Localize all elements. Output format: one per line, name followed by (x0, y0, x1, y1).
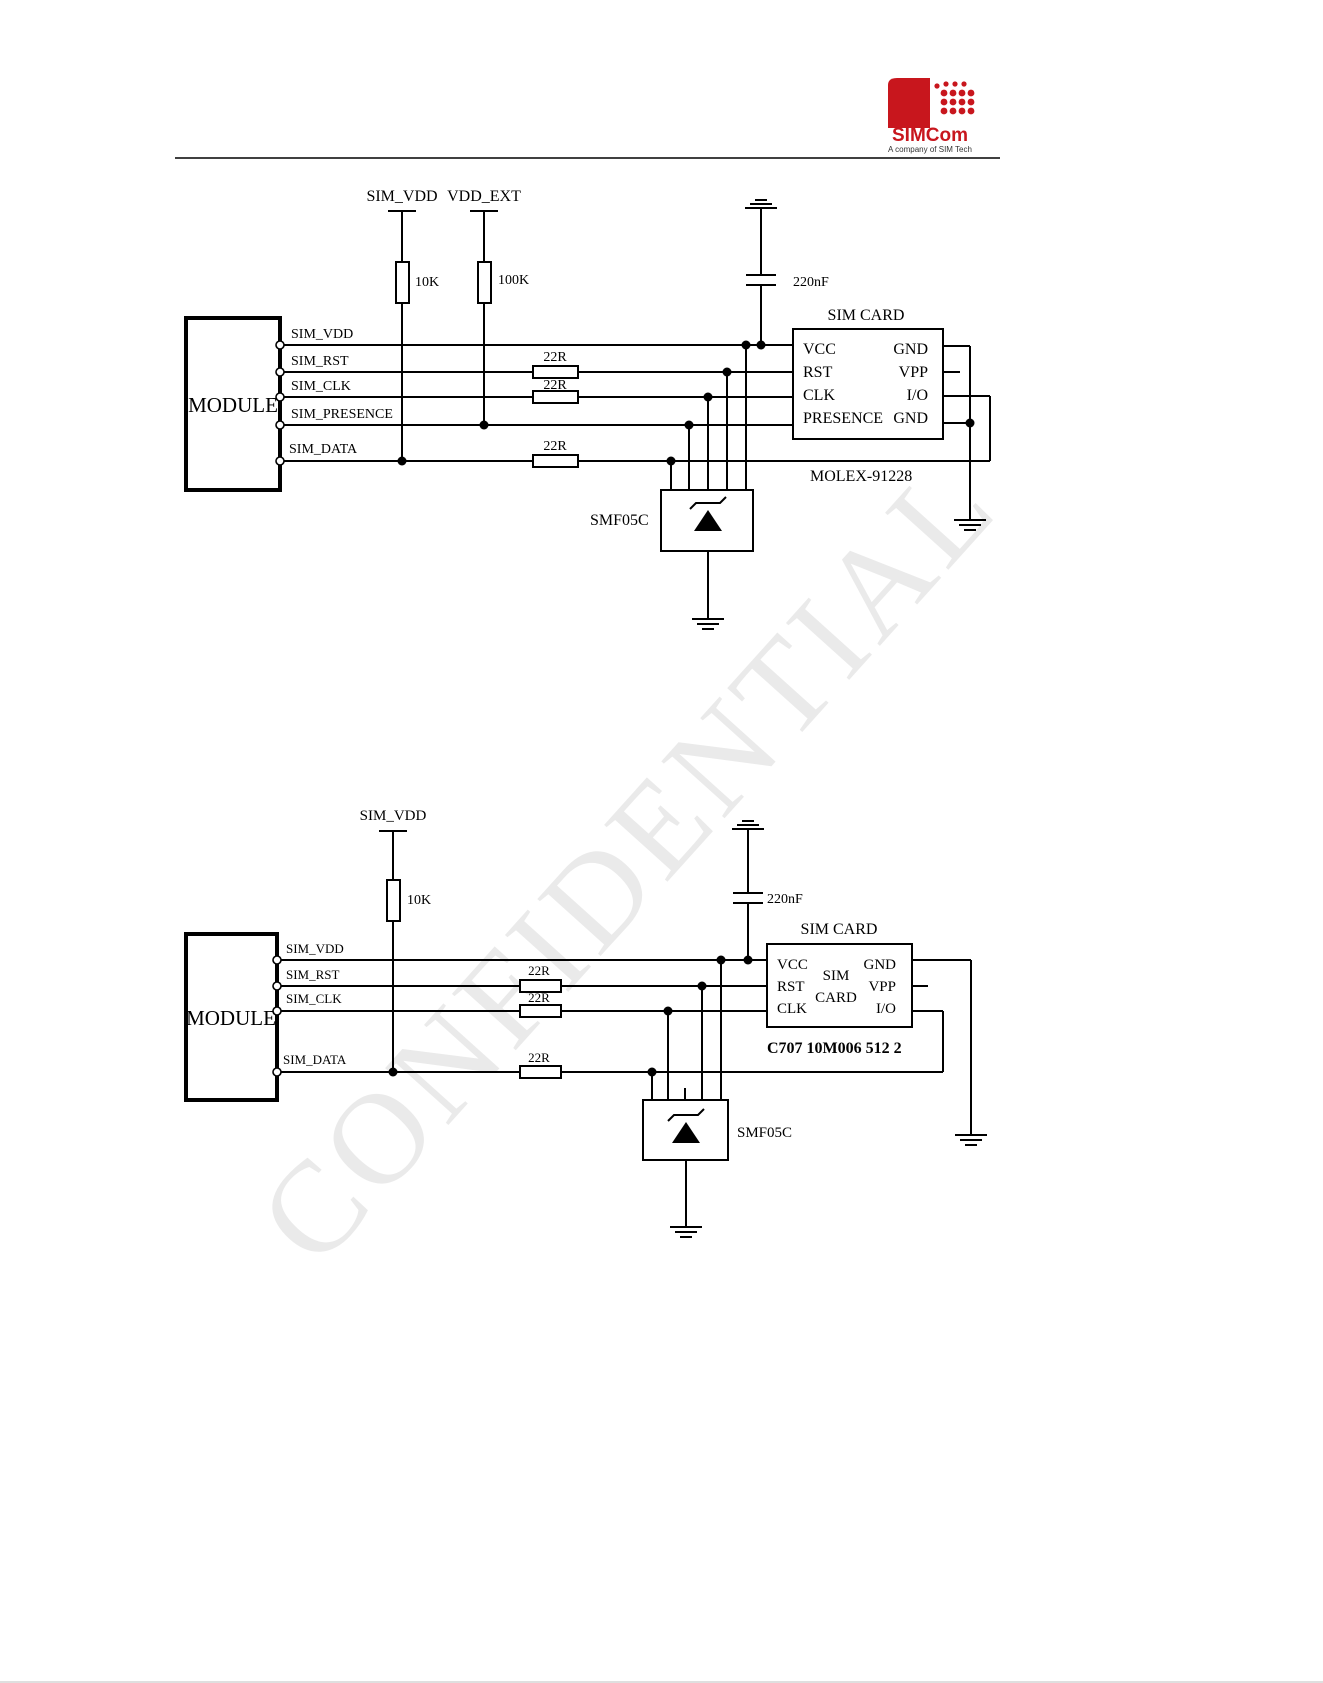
card-title: SIM CARD (801, 921, 878, 938)
resistor-label: 22R (543, 350, 567, 365)
pin-label: SIM_PRESENCE (291, 407, 393, 422)
card-pin: CLK (777, 1001, 807, 1017)
card-pin: GND (893, 410, 928, 427)
card-pin: VPP (868, 979, 896, 995)
module-box (184, 316, 282, 492)
resistor-label: 22R (528, 990, 550, 1005)
module-label: MODULE (186, 1006, 276, 1030)
tvs-label: SMF05C (590, 512, 649, 529)
supply-label: SIM_VDD (360, 808, 427, 824)
sim-card-connector (792, 328, 944, 440)
pin-label: SIM_VDD (291, 327, 353, 342)
logo-wordmark: SIMCom (892, 125, 968, 146)
resistor-label: 22R (528, 1050, 550, 1065)
module-box (184, 932, 279, 1102)
card-pin: GND (864, 957, 897, 973)
pin-label: SIM_CLK (291, 379, 351, 394)
pullup-label: 100K (498, 273, 529, 288)
schematic-2: MODULE SIM_VDD SIM_RST SIM_CLK SIM_DATA … (184, 808, 987, 1238)
schematic-1: MODULE SIM_VDD SIM_RST SIM_CLK SIM_PRESE… (184, 188, 991, 630)
tvs-label: SMF05C (737, 1125, 792, 1141)
capacitor-label: 220nF (767, 892, 803, 907)
card-center-label: CARD (815, 990, 857, 1006)
pin-label: SIM_VDD (286, 941, 344, 956)
card-pin: GND (893, 341, 928, 358)
card-center-label: SIM (823, 968, 850, 984)
resistor-label: 22R (528, 963, 550, 978)
connector-part: MOLEX-91228 (810, 468, 912, 485)
watermark-text: CONFIDENTIAL (232, 432, 1025, 1290)
card-pin: VCC (777, 957, 808, 973)
connector-part: C707 10M006 512 2 (767, 1040, 902, 1057)
supply-label: SIM_VDD (366, 188, 437, 205)
pin-label: SIM_CLK (286, 991, 342, 1006)
card-title: SIM CARD (828, 307, 905, 324)
card-pin: CLK (803, 387, 835, 404)
pullup-label: 10K (407, 893, 431, 908)
card-pin: VPP (899, 364, 928, 381)
card-pin: PRESENCE (803, 410, 883, 427)
capacitor-label: 220nF (793, 275, 829, 290)
card-pin: I/O (907, 387, 928, 404)
resistor-label: 22R (543, 378, 567, 393)
pin-label: SIM_RST (286, 967, 340, 982)
pullup-label: 10K (415, 275, 439, 290)
simcom-logo: SIMCom A company of SIM Tech (888, 78, 975, 154)
card-pin: I/O (876, 1001, 896, 1017)
pin-label: SIM_DATA (289, 442, 358, 457)
module-label: MODULE (188, 393, 278, 417)
supply-label: VDD_EXT (447, 188, 521, 205)
card-pin: VCC (803, 341, 836, 358)
card-pin: RST (803, 364, 833, 381)
logo-tagline: A company of SIM Tech (888, 145, 972, 154)
pin-label: SIM_RST (291, 354, 349, 369)
pin-label: SIM_DATA (283, 1052, 347, 1067)
card-pin: RST (777, 979, 805, 995)
resistor-label: 22R (543, 439, 567, 454)
